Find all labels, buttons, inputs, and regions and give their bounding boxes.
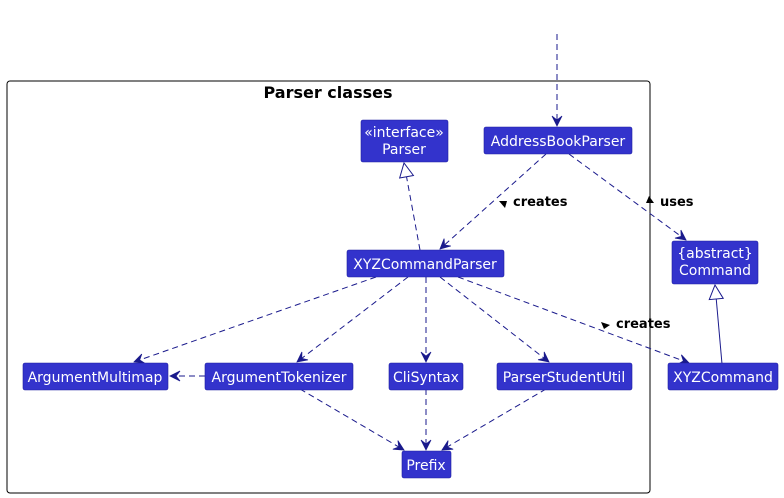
class-name: Prefix xyxy=(406,458,445,474)
interface-parser[interactable]: «interface» Parser xyxy=(360,119,449,163)
class-argument-tokenizer[interactable]: ArgumentTokenizer xyxy=(204,362,354,391)
edge-xyzcommand-extends-command xyxy=(715,285,722,365)
package-title: Parser classes xyxy=(263,83,392,102)
class-argument-multimap[interactable]: ArgumentMultimap xyxy=(22,362,169,391)
package-frame xyxy=(6,80,651,494)
class-xyz-command[interactable]: XYZCommand xyxy=(667,362,779,391)
class-name: ParserStudentUtil xyxy=(503,370,625,386)
class-prefix[interactable]: Prefix xyxy=(401,450,452,479)
edge-label-uses: uses xyxy=(660,195,694,210)
direction-arrow-icon xyxy=(601,322,610,329)
edge-addressbookparser-uses-command xyxy=(568,153,687,241)
stereotype: «interface» xyxy=(364,125,444,141)
nodes: AddressBookParser «interface» Parser XYZ… xyxy=(22,119,779,479)
edge-label-creates-parser: creates xyxy=(513,195,568,210)
edge-xyzcommandparser-argumenttokenizer xyxy=(296,276,409,363)
edge-parserstudentutil-prefix xyxy=(441,388,547,451)
edge-xyzcommandparser-creates-xyzcommand xyxy=(457,276,690,365)
class-name: CliSyntax xyxy=(393,370,459,386)
class-name: Parser xyxy=(382,142,426,158)
class-name: Command xyxy=(679,263,751,279)
edge-labels: creates uses creates xyxy=(499,195,694,332)
class-xyz-command-parser[interactable]: XYZCommandParser xyxy=(346,249,505,278)
edge-argumenttokenizer-prefix xyxy=(299,388,405,451)
class-name: ArgumentTokenizer xyxy=(212,370,347,386)
direction-arrow-icon xyxy=(499,201,507,208)
class-address-book-parser[interactable]: AddressBookParser xyxy=(483,126,633,155)
edge-xyzcommandparser-realizes-parser xyxy=(404,163,421,251)
edge-label-creates-command: creates xyxy=(616,317,671,332)
edge-xyzcommandparser-parserstudentutil xyxy=(439,276,550,363)
edge-xyzcommandparser-argumentmultimap xyxy=(133,276,377,364)
class-name: XYZCommand xyxy=(673,370,773,386)
class-name: XYZCommandParser xyxy=(353,257,497,273)
class-cli-syntax[interactable]: CliSyntax xyxy=(388,362,464,391)
abstract-class-command[interactable]: {abstract} Command xyxy=(671,240,759,285)
class-name: ArgumentMultimap xyxy=(28,370,163,386)
stereotype: {abstract} xyxy=(677,246,753,262)
class-name: AddressBookParser xyxy=(491,134,626,150)
edge-addressbookparser-creates-xyzcommandparser xyxy=(439,153,547,250)
direction-arrow-icon xyxy=(646,196,654,203)
class-parser-student-util[interactable]: ParserStudentUtil xyxy=(496,362,633,391)
edges xyxy=(133,34,722,451)
